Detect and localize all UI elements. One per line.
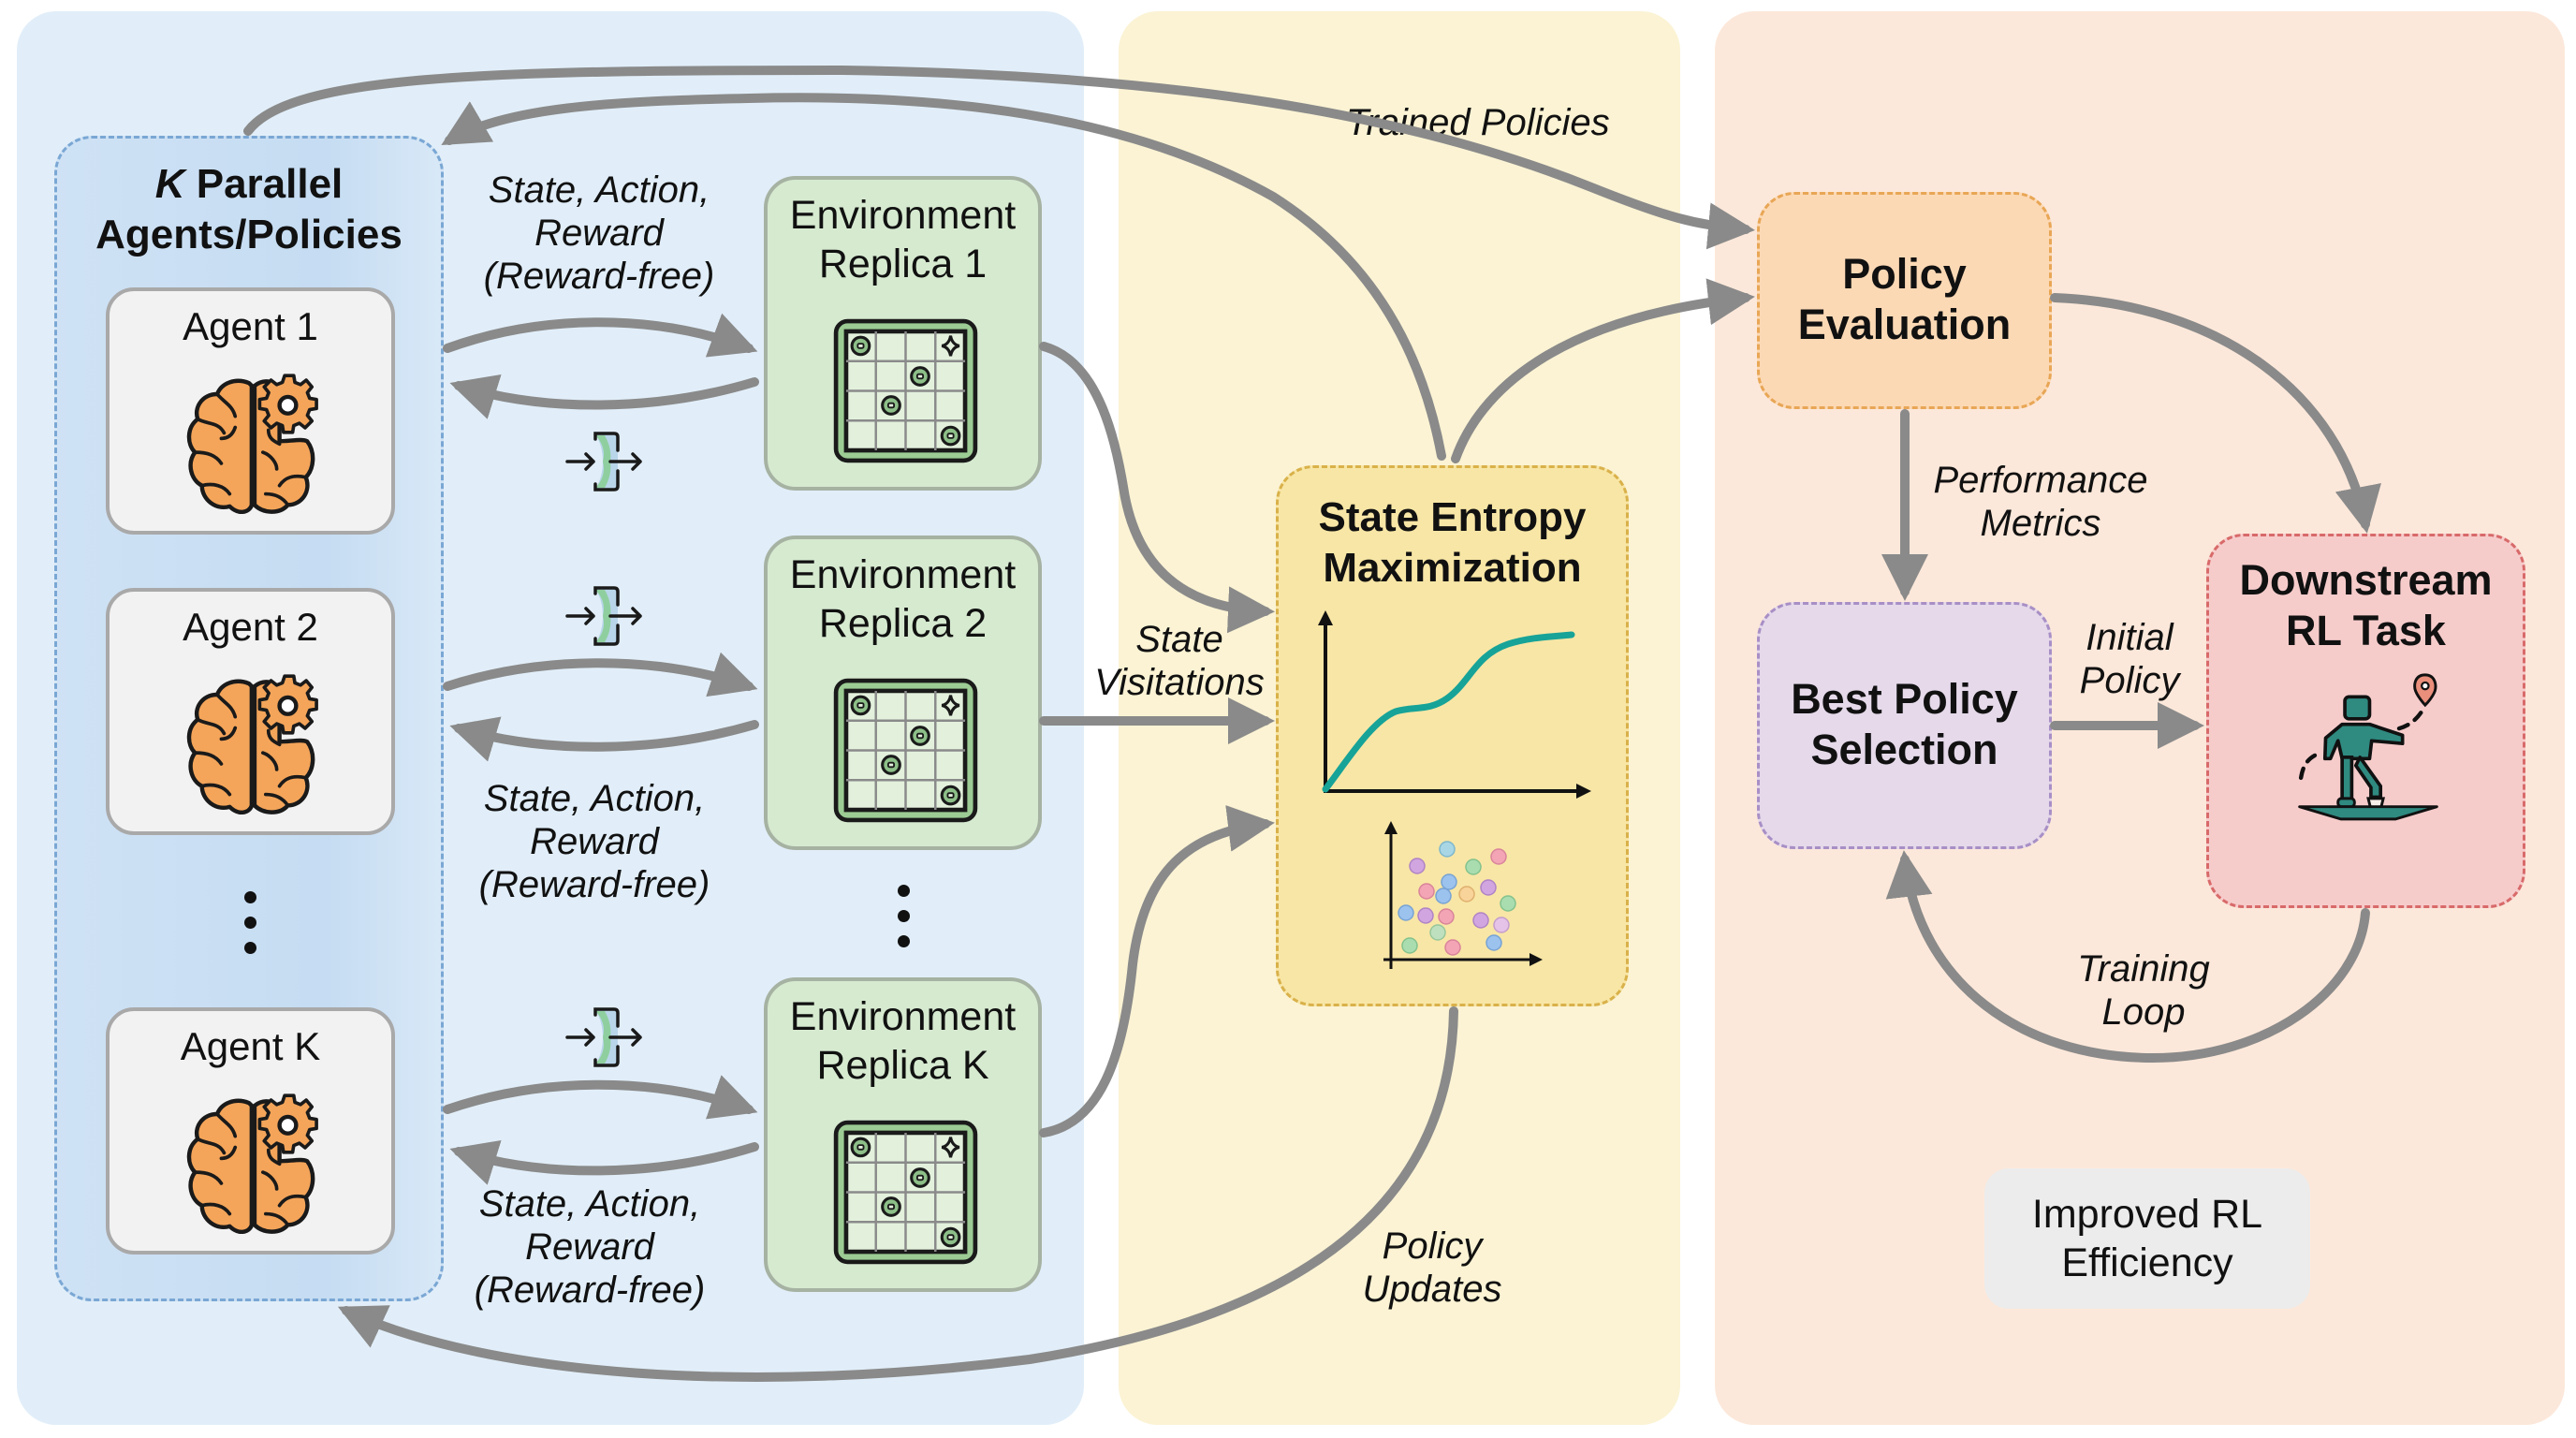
arrow-policy-updates [337,1006,1458,1382]
arrow-env1-to-entropy [1039,342,1275,634]
arrow-env1-to-agent1 [449,374,759,419]
agent-label: Agent K [180,1024,321,1068]
title-line2: Agents/Policies [95,212,402,257]
arrow-agent2-to-env2 [443,652,758,697]
state-scatter-icon [1383,821,1543,969]
arrow-training-loop [1885,850,2370,1064]
arrow-eval-to-downstream [2050,293,2381,534]
agent-box-2[interactable]: Agent 2 [106,588,395,835]
entropy-curve-icon [1318,610,1591,799]
interaction-label-2: State, Action,Reward(Reward-free) [478,778,710,905]
arrow-trained-policies-to-eval [243,65,1755,250]
agent-label: Agent 1 [183,304,318,348]
agent-box-k[interactable]: Agent K [106,1007,395,1255]
arrow-agent1-to-env1 [443,313,758,358]
arrow-envk-to-entropy [1039,805,1275,1137]
interaction-label-1: State, Action,Reward(Reward-free) [483,169,715,297]
interaction-label-k: State, Action,Reward(Reward-free) [474,1183,706,1311]
robot-goal-icon [2298,673,2438,821]
agents-group-title: K Parallel Agents/Policies [57,159,441,260]
arrow-trained-policies-to-entropy [441,93,1446,461]
arrow-entropy-to-eval [1451,278,1755,463]
k-symbol: K [154,161,185,207]
agent-label: Agent 2 [183,605,318,649]
title-part: Parallel [184,161,344,207]
arrow-agentk-to-envk [443,1075,758,1120]
arrow-env2-to-agent2 [449,716,759,762]
agents-ellipsis [241,891,259,967]
agent-box-1[interactable]: Agent 1 [106,287,395,535]
environments-ellipsis [894,885,913,961]
arrow-envk-to-agentk [449,1139,759,1185]
